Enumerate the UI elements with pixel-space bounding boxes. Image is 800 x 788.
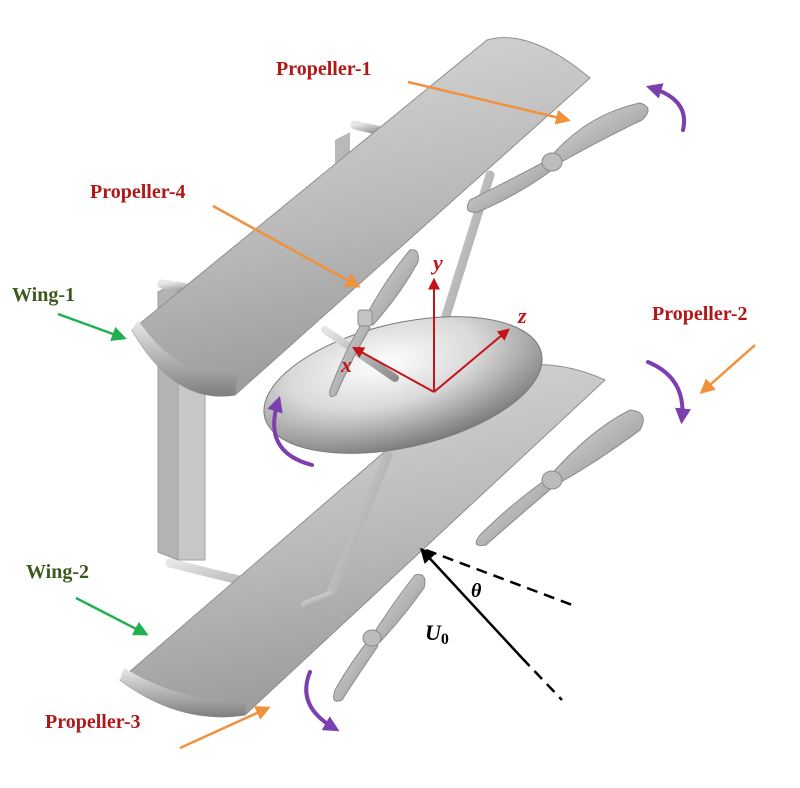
wing-2-pointer	[75, 596, 149, 636]
propeller-4-pointer	[212, 204, 361, 288]
free-stream	[419, 547, 576, 701]
propeller-1-pointer	[407, 80, 571, 125]
axis-y-label: y	[430, 250, 443, 275]
propeller-4	[329, 249, 419, 398]
propeller-2-pointer	[699, 344, 756, 394]
rotation-arrow-3	[304, 670, 340, 732]
label-arrows	[57, 80, 756, 750]
rotation-arrow-1	[645, 83, 686, 132]
propeller-3-pointer	[179, 706, 271, 750]
axis-x-label: x	[340, 352, 352, 377]
rotation-arrows	[267, 83, 691, 732]
propeller-2	[475, 409, 644, 546]
wing-1-label: Wing-1	[12, 284, 75, 306]
velocity-label: U0	[425, 620, 449, 648]
velocity-subscript: 0	[441, 631, 449, 648]
wing-1-body	[131, 37, 591, 397]
x-axis	[351, 346, 435, 393]
wing-2-label: Wing-2	[26, 561, 89, 583]
propeller-2-label: Propeller-2	[652, 303, 748, 325]
velocity-arrow	[419, 547, 523, 659]
propeller-1	[466, 102, 649, 213]
coordinate-axes	[351, 277, 510, 393]
velocity-symbol: U	[425, 620, 442, 645]
propeller-3	[333, 574, 426, 702]
reference-line	[425, 548, 576, 608]
angle-label: θ	[471, 580, 482, 602]
propeller-4-label: Propeller-4	[90, 181, 186, 203]
axis-z-label: z	[517, 303, 527, 328]
rotation-arrow-2	[646, 360, 691, 425]
wing-1-pointer	[57, 312, 127, 341]
z-axis	[433, 328, 510, 393]
rotation-arrow-4	[267, 395, 314, 467]
propeller-3-label: Propeller-3	[45, 711, 141, 733]
velocity-extension	[521, 657, 563, 701]
propeller-1-label: Propeller-1	[276, 58, 372, 80]
